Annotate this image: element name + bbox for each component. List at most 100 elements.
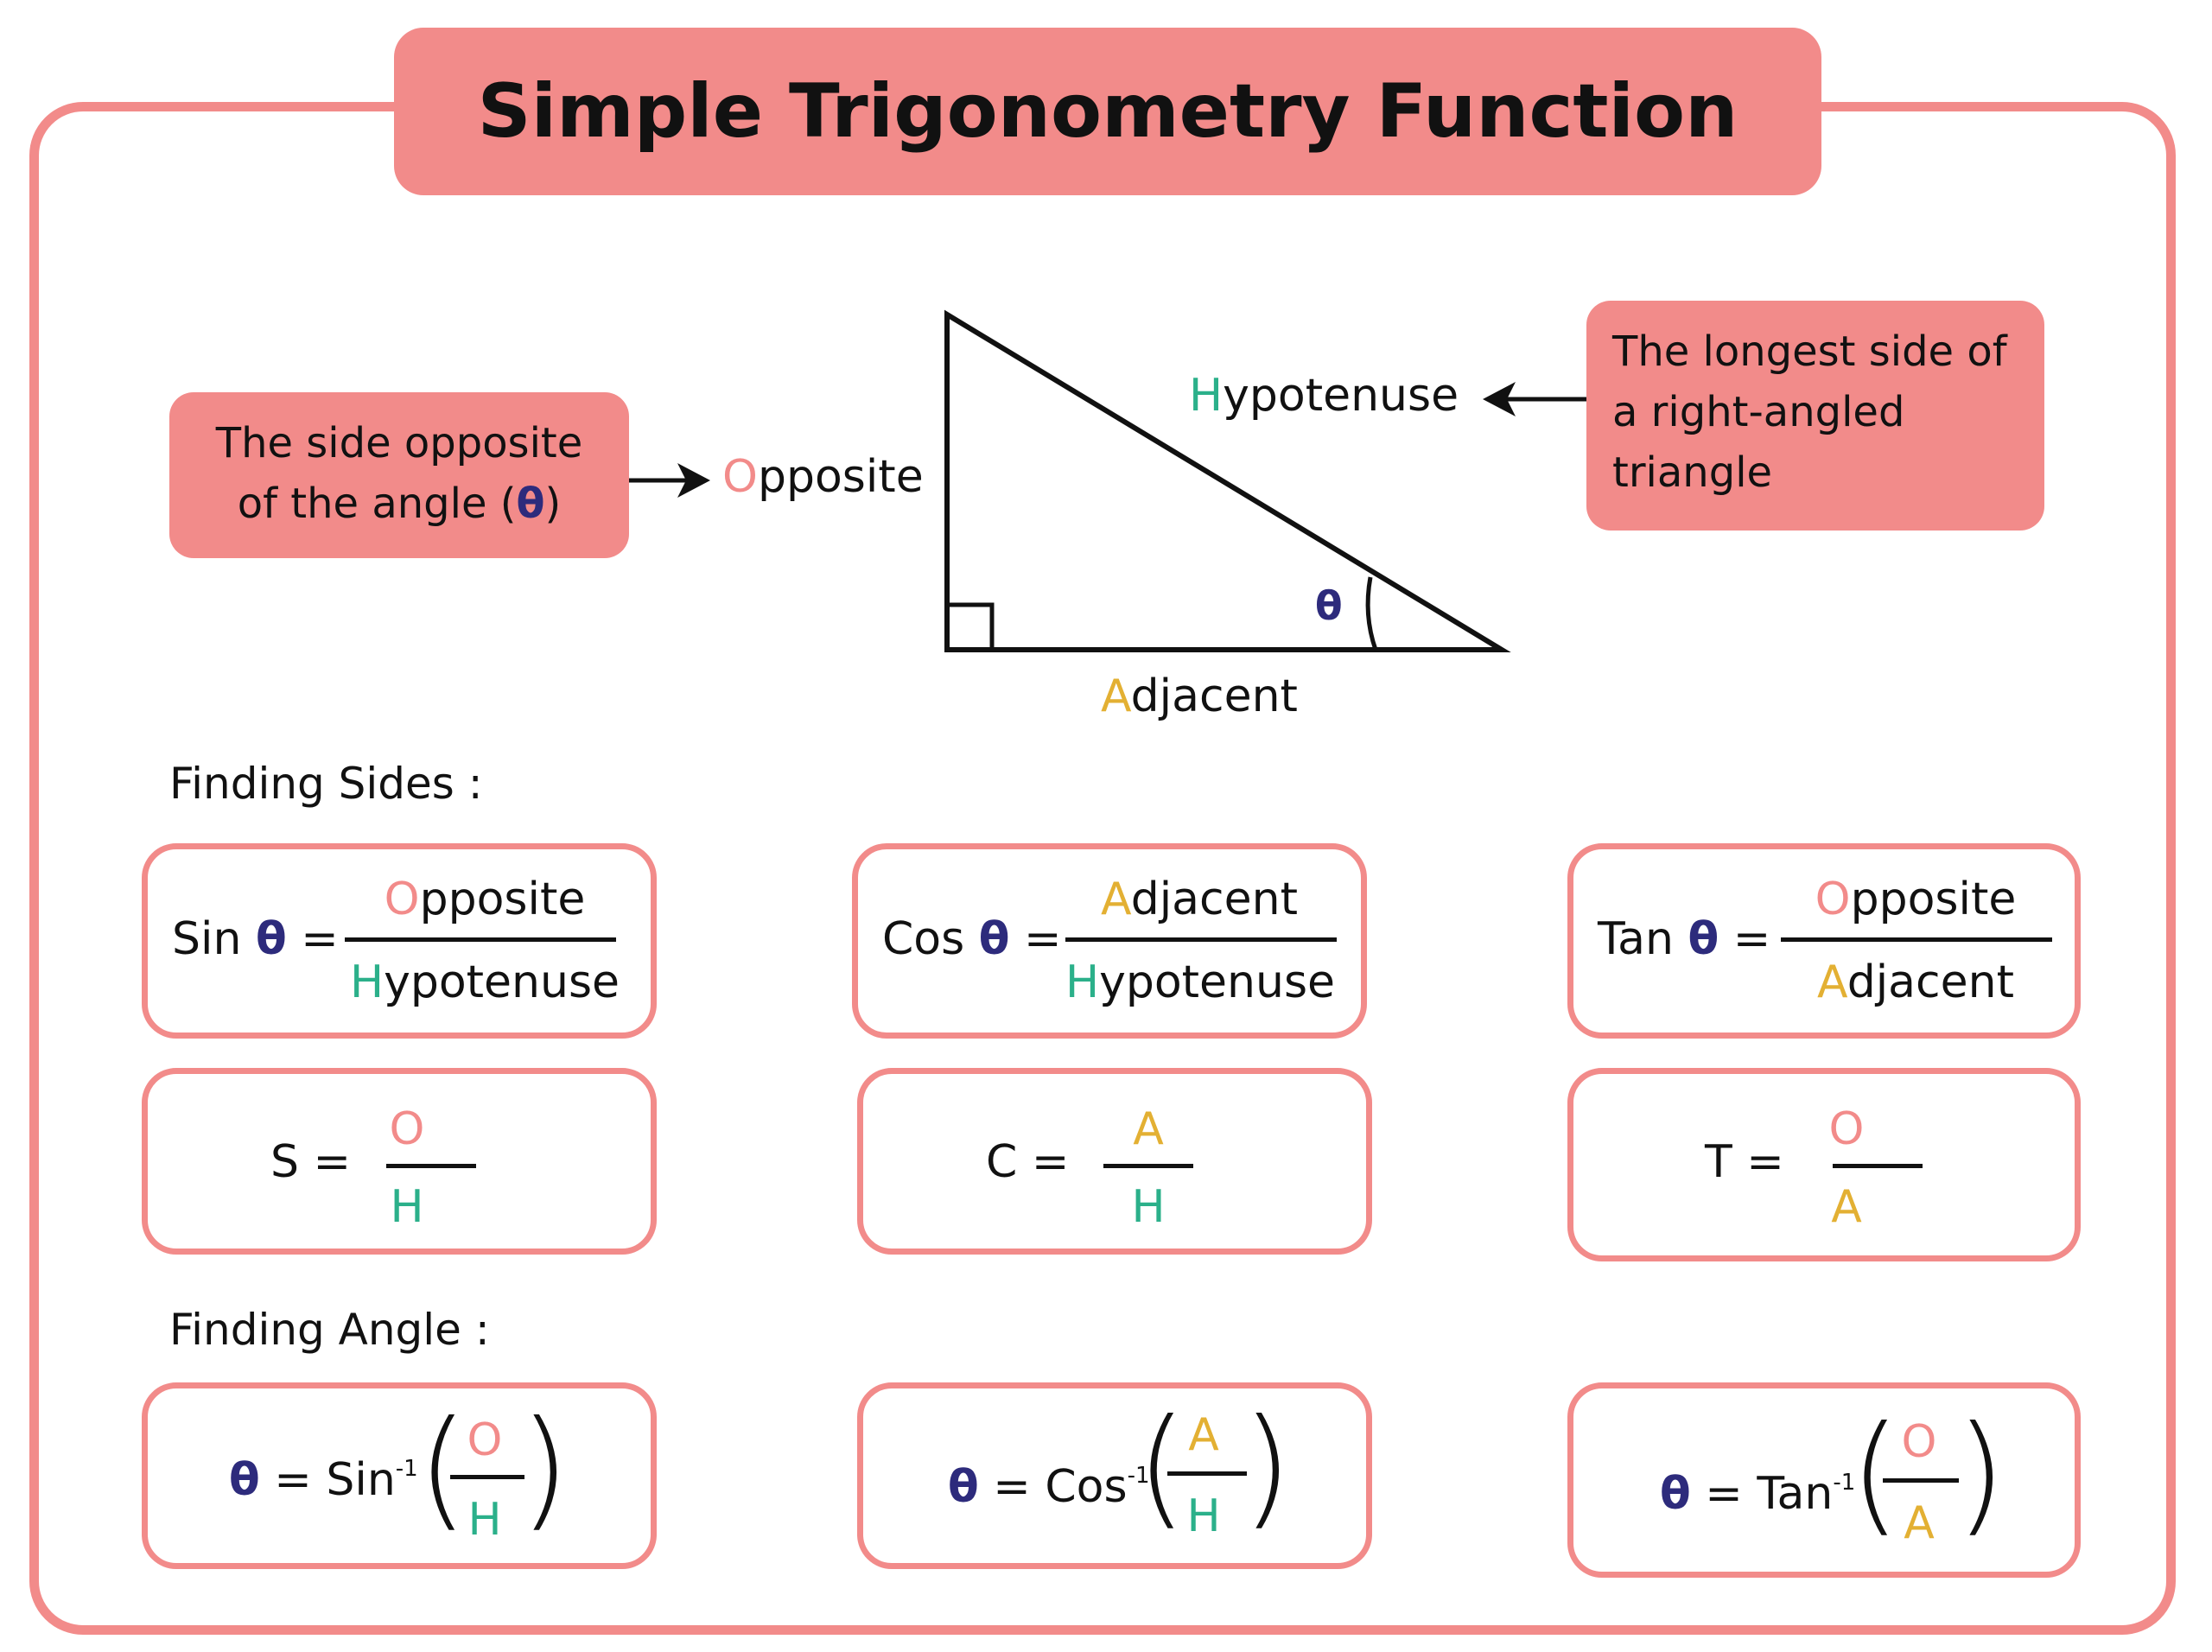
cos-numerator: Adjacent	[1057, 874, 1342, 925]
label-theta: θ	[1315, 582, 1343, 629]
s-lhs: S =	[270, 1136, 352, 1188]
theta-symbol: θ	[1688, 913, 1719, 965]
label-opposite-rest: pposite	[757, 451, 924, 503]
inverse-cos-denominator: H	[1186, 1490, 1221, 1542]
t-denominator: A	[1831, 1181, 1862, 1233]
right-paren: )	[1955, 1399, 2006, 1549]
equals-sign: =	[1705, 1468, 1743, 1520]
right-angle-marker	[944, 602, 995, 652]
page-title: Simple Trigonometry Function	[477, 68, 1738, 155]
sin-numerator: Opposite	[346, 874, 623, 925]
fraction-bar	[386, 1164, 476, 1168]
fraction-bar	[1167, 1471, 1247, 1476]
inverse-tan-numerator: O	[1901, 1416, 1937, 1468]
inverse-cos-numerator: A	[1188, 1409, 1219, 1461]
inverse-superscript: -1	[395, 1456, 418, 1482]
theta-symbol: θ	[948, 1461, 979, 1513]
inverse-box-sin: θ = Sin-1 ( O H )	[142, 1382, 657, 1569]
s-numerator: O	[389, 1103, 425, 1155]
letter-o: O	[384, 874, 420, 925]
label-opposite: Opposite	[722, 451, 924, 503]
callout-opposite-line2-text: of the angle (	[237, 480, 517, 528]
theta-symbol: θ	[1660, 1468, 1691, 1520]
numerator-rest: pposite	[419, 874, 586, 925]
fraction-bar	[1781, 937, 2052, 942]
label-adjacent-rest: djacent	[1130, 670, 1298, 722]
tan-numerator: Opposite	[1777, 874, 2054, 925]
label-adjacent: Adjacent	[1101, 670, 1298, 722]
callout-opposite-line1: The side opposite	[215, 419, 583, 467]
t-lhs: T =	[1705, 1136, 1784, 1188]
formula-box-tan: Tan θ = Opposite Adjacent	[1567, 843, 2081, 1039]
equals-sign: =	[993, 1461, 1031, 1513]
sin-label: Sin	[172, 913, 242, 965]
inverse-cos-lhs: θ = Cos-1	[948, 1461, 1150, 1513]
fraction-bar	[1065, 937, 1337, 942]
cos-denominator: Hypotenuse	[1053, 956, 1347, 1008]
inverse-tan-lhs: θ = Tan-1	[1660, 1468, 1855, 1520]
s-denominator: H	[390, 1181, 424, 1233]
fraction-bar	[450, 1475, 524, 1479]
theta-symbol: θ	[978, 913, 1010, 965]
short-box-t: T = O A	[1567, 1068, 2081, 1261]
inverse-superscript: -1	[1833, 1470, 1856, 1496]
letter-o: O	[1815, 874, 1851, 925]
heading-finding-angle: Finding Angle :	[169, 1305, 490, 1355]
left-paren: (	[1136, 1392, 1187, 1542]
angle-arc	[1365, 576, 1378, 651]
right-paren: )	[1242, 1392, 1293, 1542]
callout-hypotenuse-line1: The longest side of	[1612, 327, 2007, 376]
equals-sign: =	[1732, 913, 1771, 965]
callout-hypotenuse-line2: a right-angled	[1612, 388, 1905, 436]
tan-label: Tan	[1598, 913, 1674, 965]
inverse-box-tan: θ = Tan-1 ( O A )	[1567, 1382, 2081, 1578]
sin-denominator: Hypotenuse	[338, 956, 632, 1008]
letter-o: O	[722, 451, 758, 503]
c-lhs: C =	[986, 1136, 1070, 1188]
numerator-rest: pposite	[1850, 874, 2017, 925]
inverse-superscript: -1	[1127, 1463, 1150, 1489]
heading-finding-sides: Finding Sides :	[169, 759, 483, 809]
callout-hypotenuse: The longest side of a right-angled trian…	[1586, 301, 2044, 531]
letter-h: H	[1065, 956, 1100, 1008]
tan-lhs: Tan θ =	[1598, 913, 1770, 965]
t-numerator: O	[1828, 1103, 1865, 1155]
title-banner: Simple Trigonometry Function	[394, 28, 1821, 195]
left-paren: (	[417, 1394, 468, 1544]
fraction-bar	[345, 937, 616, 942]
cos-lhs: Cos θ =	[882, 913, 1062, 965]
c-denominator: H	[1131, 1181, 1166, 1233]
c-numerator: A	[1133, 1103, 1164, 1155]
theta-symbol: θ	[255, 913, 287, 965]
sin-label: Sin	[326, 1454, 396, 1506]
letter-a: A	[1101, 670, 1131, 722]
theta-symbol: θ	[516, 480, 545, 528]
letter-a: A	[1817, 956, 1847, 1008]
theta-symbol: θ	[229, 1454, 260, 1506]
callout-opposite: The side opposite of the angle (θ)	[169, 392, 629, 558]
sin-lhs: Sin θ =	[172, 913, 339, 965]
letter-a: A	[1101, 874, 1131, 925]
denominator-rest: djacent	[1847, 956, 2014, 1008]
arrow-right-head	[1483, 382, 1516, 416]
fraction-bar	[1883, 1478, 1959, 1483]
inverse-sin-denominator: H	[467, 1494, 502, 1546]
inverse-sin-numerator: O	[467, 1414, 503, 1466]
callout-hypotenuse-line3: triangle	[1612, 448, 1773, 497]
denominator-rest: ypotenuse	[384, 956, 620, 1008]
callout-opposite-line2: of the angle (θ)	[169, 473, 629, 534]
tan-denominator: Adjacent	[1777, 956, 2054, 1008]
denominator-rest: ypotenuse	[1099, 956, 1336, 1008]
callout-close-paren: )	[544, 480, 562, 528]
cos-label: Cos	[882, 913, 965, 965]
formula-box-sin: Sin θ = Opposite Hypotenuse	[142, 843, 657, 1039]
arrow-left-head	[677, 463, 710, 498]
equals-sign: =	[301, 913, 339, 965]
tan-label: Tan	[1757, 1468, 1834, 1520]
short-box-s: S = O H	[142, 1068, 657, 1255]
letter-h: H	[349, 956, 385, 1008]
right-paren: )	[519, 1394, 570, 1544]
short-box-c: C = A H	[857, 1068, 1372, 1255]
letter-h: H	[1189, 370, 1224, 422]
equals-sign: =	[1024, 913, 1062, 965]
